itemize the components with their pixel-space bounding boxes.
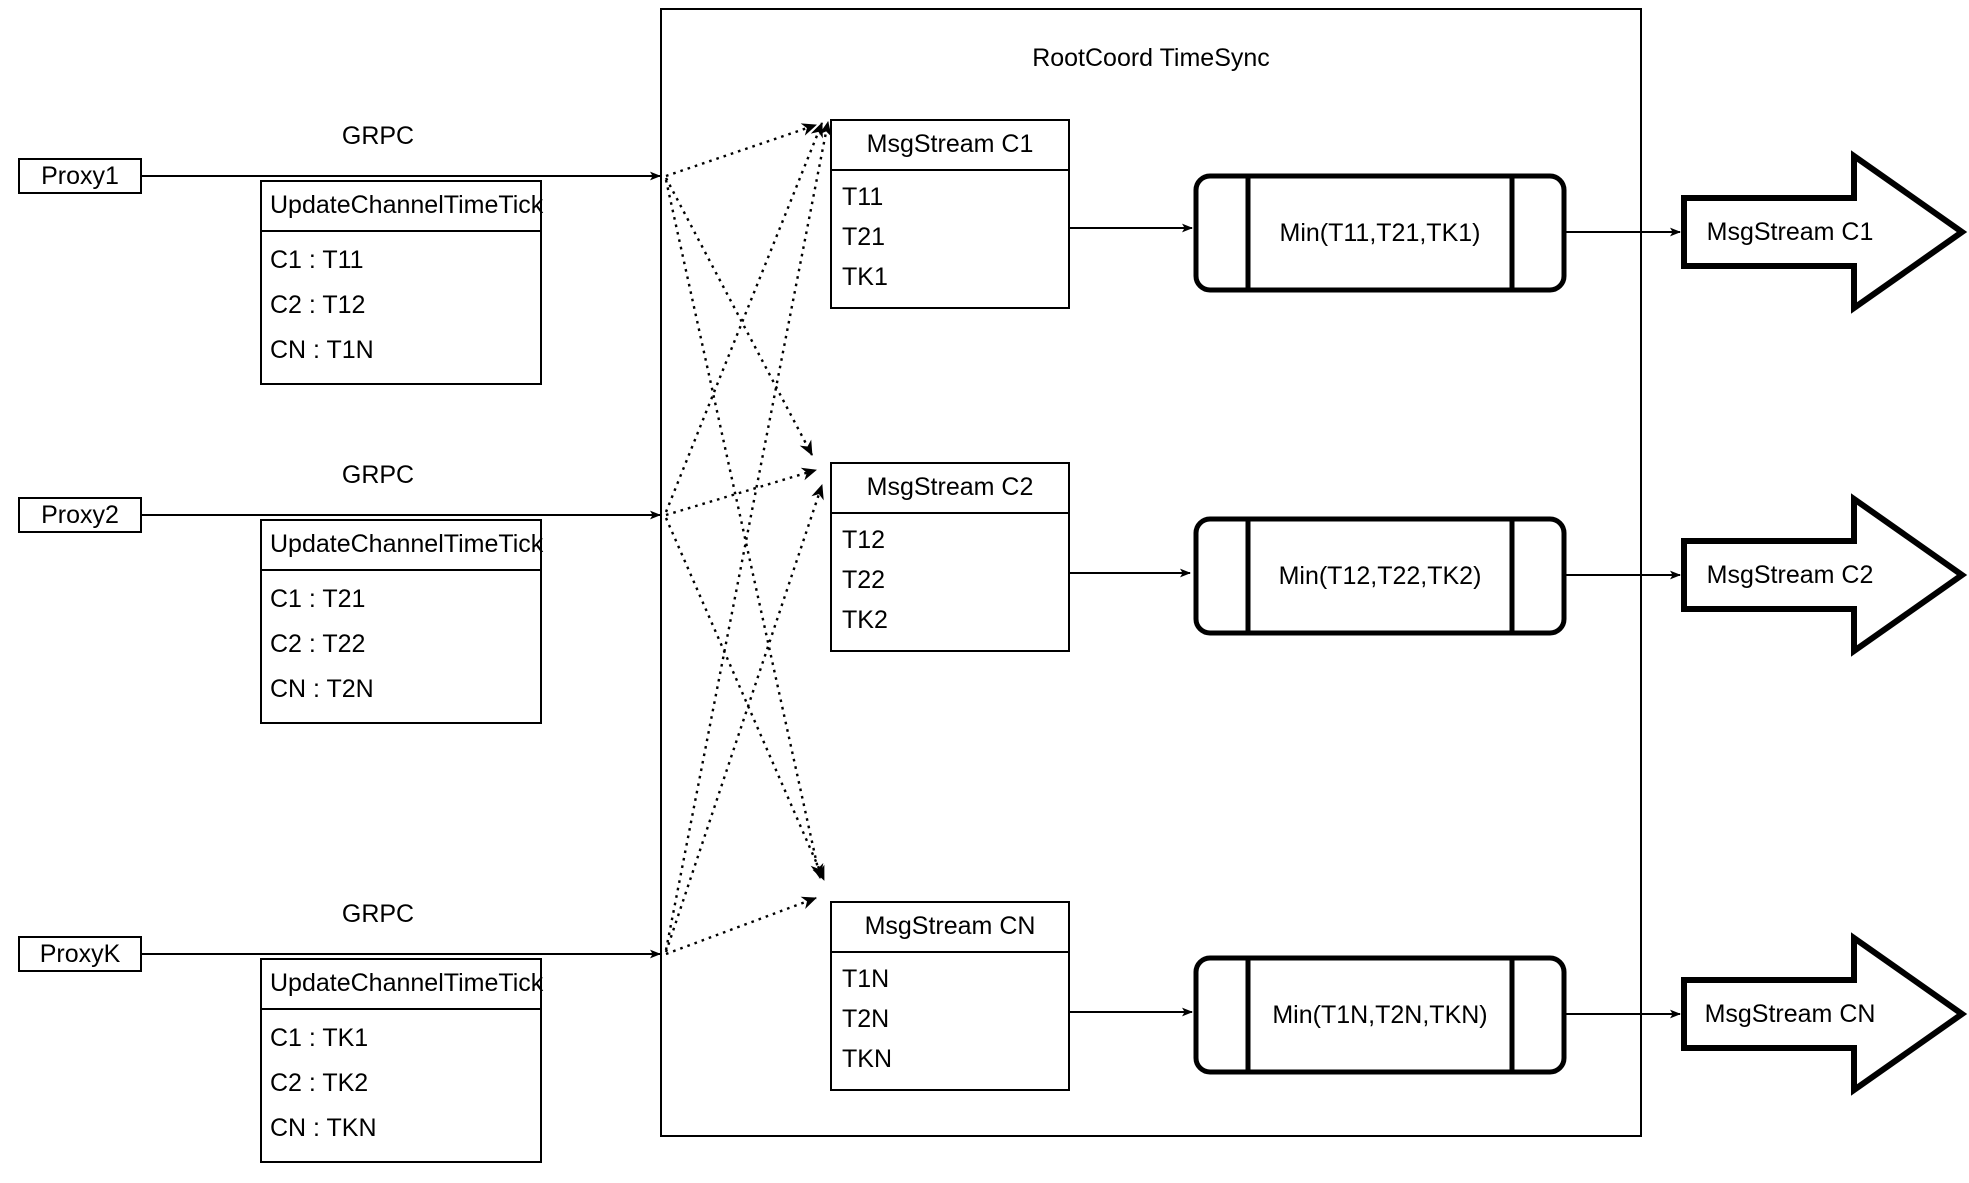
msgstream-row: T1N — [842, 964, 890, 993]
msgstream-row: T21 — [842, 222, 886, 251]
msgstream-row: TK1 — [842, 262, 888, 291]
timetick-table-body-1: C1 : T11 C2 : T12 CN : T1N — [262, 232, 540, 383]
msgstream-title-c2: MsgStream C2 — [832, 464, 1068, 514]
timetick-row: CN : TKN — [270, 1114, 377, 1142]
process-min-label-c1: Min(T11,T21,TK1) — [1279, 218, 1481, 247]
msgstream-table-c2: MsgStream C2 T12 T22 TK2 — [830, 462, 1070, 652]
proxy-box-1[interactable]: Proxy1 — [18, 158, 142, 194]
msgstream-row: TK2 — [842, 605, 888, 634]
msgstream-table-cn: MsgStream CN T1N T2N TKN — [830, 901, 1070, 1091]
msgstream-body-c2: T12 T22 TK2 — [832, 514, 1068, 650]
output-arrow-label-c2: MsgStream C2 — [1706, 560, 1874, 589]
process-min-c1: Min(T11,T21,TK1) — [1248, 176, 1512, 290]
timetick-table-title-1: UpdateChannelTimeTick — [262, 182, 543, 232]
msgstream-row: T12 — [842, 525, 886, 554]
timetick-table-body-3: C1 : TK1 C2 : TK2 CN : TKN — [262, 1010, 540, 1161]
process-min-c2: Min(T12,T22,TK2) — [1248, 519, 1512, 633]
timetick-row: C1 : T11 — [270, 246, 364, 274]
timetick-table-title-3: UpdateChannelTimeTick — [262, 960, 543, 1010]
msgstream-body-cn: T1N T2N TKN — [832, 953, 1068, 1089]
process-min-label-c2: Min(T12,T22,TK2) — [1278, 561, 1482, 590]
update-channel-timetick-table-1: UpdateChannelTimeTick C1 : T11 C2 : T12 … — [260, 180, 543, 385]
process-min-label-cn: Min(T1N,T2N,TKN) — [1272, 1000, 1488, 1029]
update-channel-timetick-table-2: UpdateChannelTimeTick C1 : T21 C2 : T22 … — [260, 519, 543, 724]
output-arrow-c2: MsgStream C2 — [1684, 541, 1914, 609]
rootcoord-timesync-title: RootCoord TimeSync — [1032, 44, 1270, 72]
output-arrow-c1: MsgStream C1 — [1684, 198, 1914, 266]
grpc-label-3: GRPC — [341, 900, 415, 928]
output-block-arrows — [1681, 150, 1968, 1096]
timetick-table-body-2: C1 : T21 C2 : T22 CN : T2N — [262, 571, 540, 722]
timetick-table-title-2: UpdateChannelTimeTick — [262, 521, 543, 571]
timetick-row: C2 : TK2 — [270, 1069, 369, 1097]
msgstream-row: TKN — [842, 1044, 892, 1073]
update-channel-timetick-table-3: UpdateChannelTimeTick C1 : TK1 C2 : TK2 … — [260, 958, 543, 1163]
timetick-row: CN : T2N — [270, 675, 374, 703]
msgstream-table-c1: MsgStream C1 T11 T21 TK1 — [830, 119, 1070, 309]
output-arrow-label-c1: MsgStream C1 — [1706, 217, 1874, 246]
timetick-row: C2 : T22 — [270, 630, 366, 658]
timetick-row: C2 : T12 — [270, 291, 366, 319]
timetick-row: C1 : T21 — [270, 585, 366, 613]
proxy-box-3[interactable]: ProxyK — [18, 936, 142, 972]
output-arrow-label-cn: MsgStream CN — [1704, 999, 1876, 1028]
msgstream-row: T2N — [842, 1004, 890, 1033]
grpc-label-1: GRPC — [341, 122, 415, 150]
timetick-row: C1 : TK1 — [270, 1024, 369, 1052]
msgstream-title-c1: MsgStream C1 — [832, 121, 1068, 171]
msgstream-title-cn: MsgStream CN — [832, 903, 1068, 953]
rootcoord-timesync-container — [660, 8, 1642, 1137]
process-min-cn: Min(T1N,T2N,TKN) — [1248, 958, 1512, 1072]
proxy-box-2[interactable]: Proxy2 — [18, 497, 142, 533]
grpc-label-2: GRPC — [341, 461, 415, 489]
msgstream-row: T11 — [842, 182, 884, 211]
output-arrow-cn: MsgStream CN — [1684, 980, 1914, 1048]
msgstream-row: T22 — [842, 565, 886, 594]
timetick-row: CN : T1N — [270, 336, 374, 364]
msgstream-body-c1: T11 T21 TK1 — [832, 171, 1068, 307]
